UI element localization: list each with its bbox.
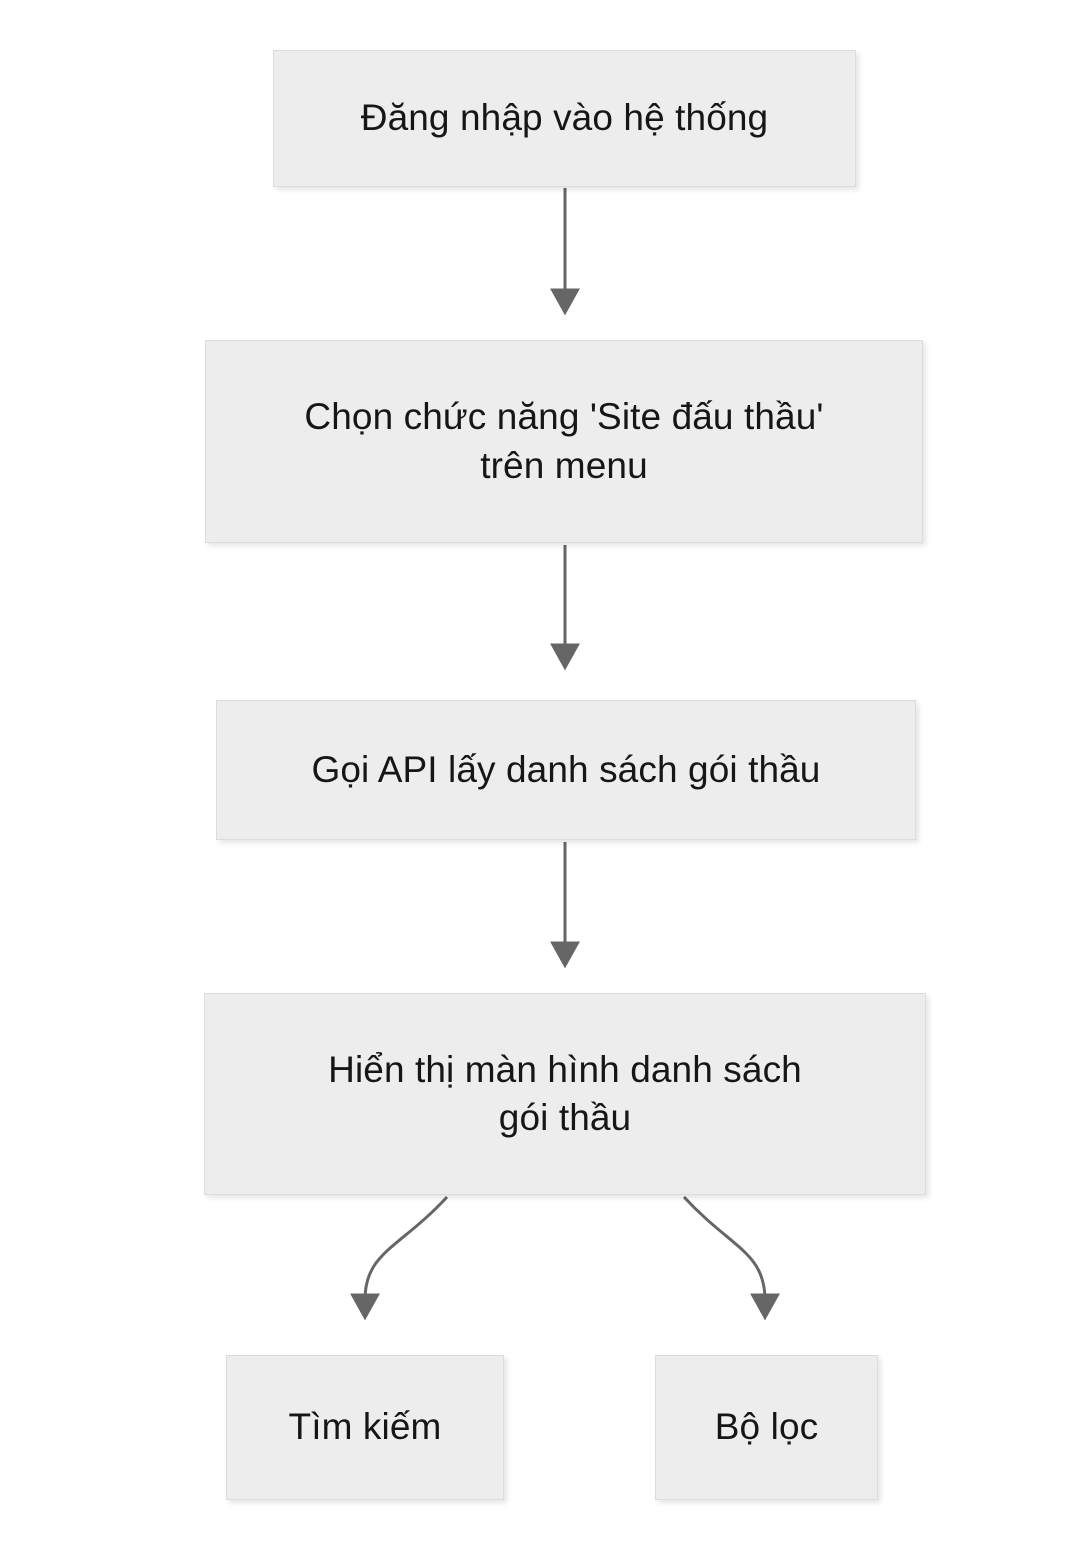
node-select-site-label: Chọn chức năng 'Site đấu thầu' trên menu <box>304 396 824 486</box>
edge-show-list-to-search <box>350 1195 449 1321</box>
edge-show-list-to-filter <box>682 1195 780 1321</box>
node-select-site[interactable]: Chọn chức năng 'Site đấu thầu' trên menu <box>205 340 923 543</box>
node-search-label: Tìm kiếm <box>288 1406 442 1448</box>
node-filter[interactable]: Bộ lọc <box>655 1355 878 1500</box>
node-show-list[interactable]: Hiển thị màn hình danh sách gói thầu <box>204 993 926 1195</box>
node-call-api[interactable]: Gọi API lấy danh sách gói thầu <box>216 700 916 840</box>
node-filter-label: Bộ lọc <box>714 1406 819 1448</box>
node-search[interactable]: Tìm kiếm <box>226 1355 504 1500</box>
node-login-label: Đăng nhập vào hệ thống <box>360 97 769 139</box>
node-show-list-label: Hiển thị màn hình danh sách gói thầu <box>328 1048 802 1138</box>
node-call-api-label: Gọi API lấy danh sách gói thầu <box>311 748 821 790</box>
node-login[interactable]: Đăng nhập vào hệ thống <box>273 50 856 187</box>
